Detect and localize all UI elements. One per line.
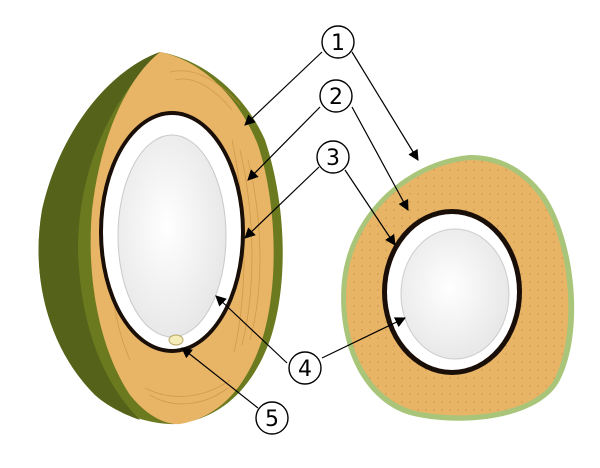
cavity-right bbox=[400, 228, 510, 360]
callout-3: 3 bbox=[316, 140, 350, 174]
callout-label: 3 bbox=[326, 146, 340, 171]
cavity-left bbox=[117, 134, 227, 338]
callout-2: 2 bbox=[319, 79, 353, 113]
callout-circle bbox=[255, 401, 289, 435]
callout-circle bbox=[321, 25, 355, 59]
leader-5 bbox=[181, 347, 259, 409]
transverse-section bbox=[341, 155, 575, 421]
callout-label: 1 bbox=[331, 31, 345, 56]
callout-circle bbox=[288, 351, 322, 385]
callout-4: 4 bbox=[288, 351, 322, 385]
embryo bbox=[168, 334, 184, 346]
leader-lines bbox=[181, 51, 419, 409]
leader-4-right bbox=[321, 317, 406, 359]
callout-label: 4 bbox=[298, 357, 312, 382]
leader-3-right bbox=[344, 169, 396, 246]
callout-label: 5 bbox=[265, 407, 279, 432]
callout-label: 2 bbox=[329, 85, 343, 110]
callout-5: 5 bbox=[255, 401, 289, 435]
callout-circle bbox=[319, 79, 353, 113]
callout-1: 1 bbox=[321, 25, 355, 59]
leader-1-left bbox=[244, 51, 323, 126]
longitudinal-section bbox=[38, 52, 283, 425]
callout-circle bbox=[316, 140, 350, 174]
husk-shading-left bbox=[38, 52, 160, 420]
leader-1-right bbox=[351, 51, 419, 161]
leader-2-right bbox=[351, 106, 409, 211]
leader-3-left bbox=[244, 166, 320, 239]
leader-4-left bbox=[215, 295, 288, 364]
leader-2-left bbox=[247, 106, 321, 181]
